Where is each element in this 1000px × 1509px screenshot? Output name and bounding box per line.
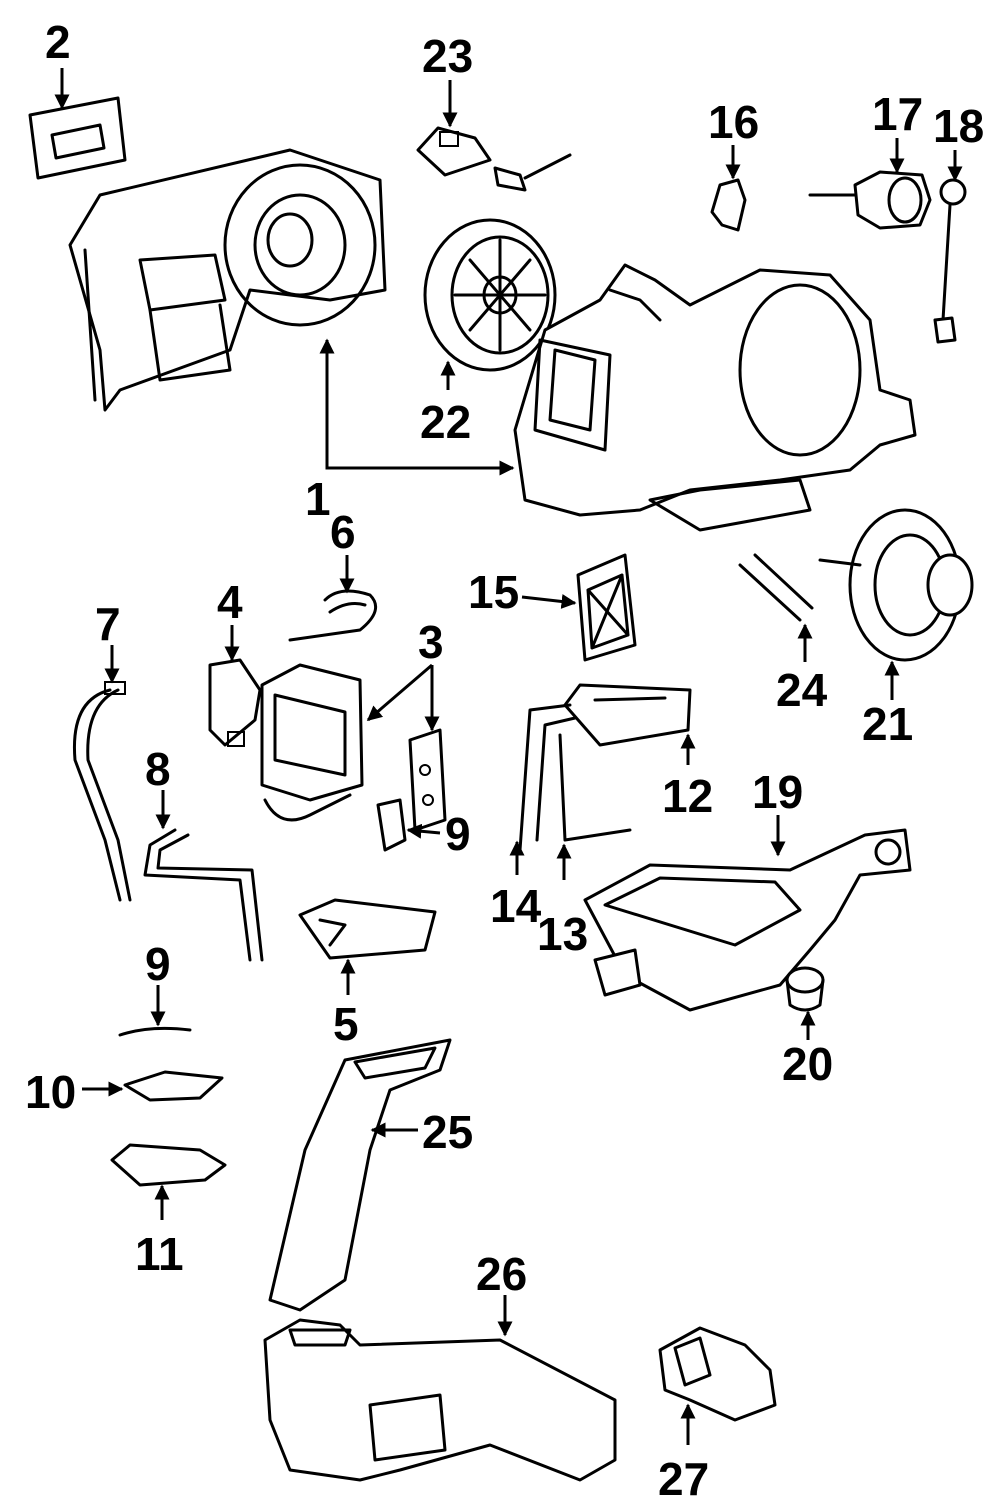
callout-24: 24 — [776, 664, 828, 716]
callout-10: 10 — [25, 1066, 76, 1118]
part-1-right-housing — [513, 263, 917, 532]
callout-3: 3 — [418, 616, 444, 668]
callout-21: 21 — [862, 698, 913, 750]
callout-1: 1 — [305, 473, 331, 525]
part-17-actuator-motor — [808, 138, 932, 230]
callout-20: 20 — [782, 1038, 833, 1090]
part-9-clip-lower — [118, 985, 192, 1037]
part-18-sensor-rod — [933, 150, 967, 344]
part-16-actuator-clip — [710, 145, 747, 232]
callout-7: 7 — [95, 598, 121, 650]
part-15-filter — [521, 553, 637, 662]
part-20-grommet — [785, 966, 825, 1040]
callout-4: 4 — [217, 576, 243, 628]
callout-2: 2 — [45, 16, 71, 68]
callout-8: 8 — [145, 743, 171, 795]
callout-19: 19 — [752, 766, 803, 818]
part-1-left-housing — [68, 148, 387, 412]
part-13-14-tubes — [509, 703, 632, 880]
callout-6: 6 — [330, 506, 356, 558]
part-23-resistor — [416, 80, 572, 192]
part-5-drain-pan — [298, 898, 437, 995]
part-19-case — [583, 815, 912, 1012]
callout-18: 18 — [933, 100, 984, 152]
callout-11: 11 — [135, 1228, 184, 1280]
callout-25: 25 — [422, 1106, 473, 1158]
callout-15: 15 — [468, 566, 519, 618]
part-12-heater-core — [563, 683, 696, 765]
callout-23: 23 — [422, 30, 473, 82]
callout-26: 26 — [476, 1248, 527, 1300]
part-7-tube — [72, 645, 132, 902]
callout-5: 5 — [333, 998, 359, 1050]
part-25-duct — [268, 1038, 452, 1312]
part-11-bracket — [110, 1143, 227, 1220]
callout-13: 13 — [537, 908, 588, 960]
callout-9-upper: 9 — [445, 808, 471, 860]
part-26-duct — [263, 1295, 617, 1482]
callout-16: 16 — [708, 96, 759, 148]
part-9-clip-upper — [376, 798, 441, 852]
part-4-expansion-valve — [208, 625, 262, 747]
part-2-bracket — [28, 68, 127, 180]
callout-27: 27 — [658, 1453, 709, 1505]
part-6-hose — [288, 555, 378, 642]
callout-12: 12 — [662, 770, 713, 822]
part-27-duct-elbow — [658, 1326, 777, 1445]
part-8-tube — [143, 790, 264, 962]
callout-14: 14 — [490, 880, 542, 932]
part-3-evaporator — [260, 663, 447, 832]
callout-9-lower: 9 — [145, 938, 171, 990]
part-24-hose — [738, 553, 814, 662]
part-21-blower-motor — [818, 508, 974, 700]
part-10-mount — [82, 1070, 224, 1102]
callout-22: 22 — [420, 396, 471, 448]
callout-17: 17 — [872, 88, 923, 140]
